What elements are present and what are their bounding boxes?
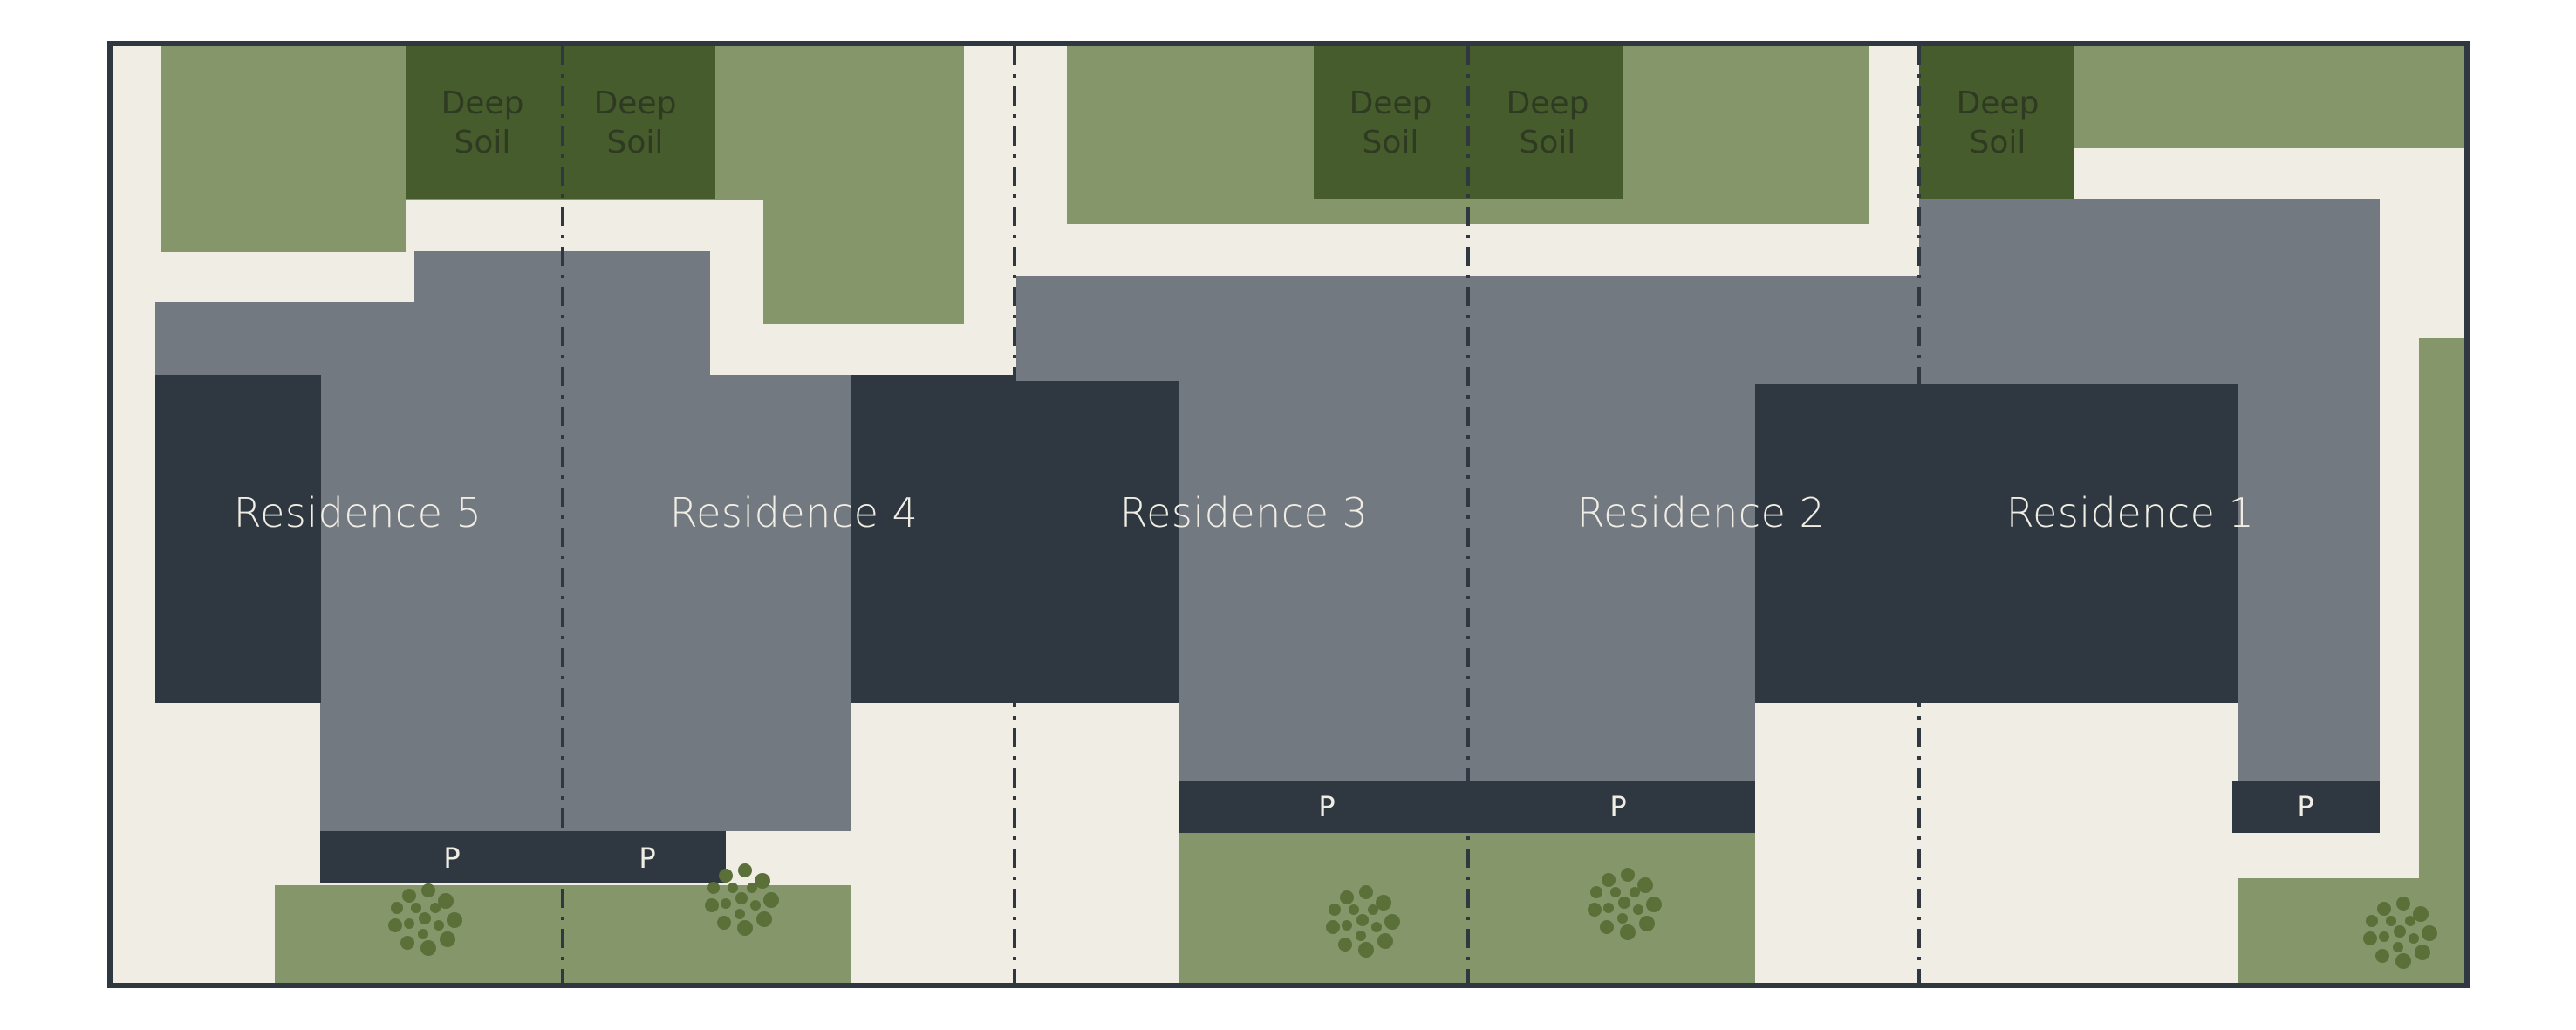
- residence-label: Residence 5: [234, 489, 482, 536]
- parking-bay: [320, 831, 726, 883]
- parking-labels: P P P P P: [443, 790, 2313, 875]
- parking-label: P: [443, 842, 460, 875]
- lawn-side-1: [2419, 338, 2465, 878]
- lawn-rear-4b: [763, 46, 964, 324]
- parking-label: P: [1318, 790, 1335, 823]
- deep-soil-label: Deep: [1957, 85, 2040, 121]
- deep-soil-label: Deep: [1349, 85, 1432, 121]
- parking-bay: [2232, 781, 2380, 833]
- parking-label: P: [639, 842, 655, 875]
- deep-soil-label: Deep: [1507, 85, 1589, 121]
- mass-residence-3: [1016, 381, 1179, 703]
- deep-soil-label: Deep: [594, 85, 677, 121]
- roof-residence-5-4: [155, 251, 851, 831]
- deep-soil-labels: Deep Soil Deep Soil Deep Soil Deep Soil …: [441, 85, 2040, 160]
- site-boundary-frame: [107, 41, 2470, 988]
- deep-soil-zone: [406, 46, 715, 199]
- residence-label: Residence 2: [1577, 489, 1826, 536]
- residence-labels: Residence 5 Residence 4 Residence 3 Resi…: [234, 489, 2255, 536]
- deep-soil-label: Soil: [1520, 125, 1576, 160]
- deep-soil-zone: [1919, 46, 2074, 199]
- deep-soil-label: Soil: [607, 125, 664, 160]
- parking-label: P: [1609, 790, 1626, 823]
- mass-residence-1: [1755, 384, 2238, 703]
- deep-soil-label: Soil: [454, 125, 511, 160]
- parking-label: P: [2297, 790, 2313, 823]
- mass-residence-4: [851, 375, 1016, 703]
- building-masses: [155, 375, 2238, 703]
- residence-label: Residence 1: [2006, 489, 2255, 536]
- deep-soil-label: Soil: [1363, 125, 1419, 160]
- residence-label: Residence 4: [670, 489, 919, 536]
- lawn-rear-5: [161, 46, 406, 252]
- deep-soil-label: Deep: [441, 85, 524, 121]
- residence-label: Residence 3: [1120, 489, 1369, 536]
- boundary-lines: [561, 46, 1921, 983]
- mass-residence-5: [155, 375, 321, 703]
- deep-soil-label: Soil: [1970, 125, 2026, 160]
